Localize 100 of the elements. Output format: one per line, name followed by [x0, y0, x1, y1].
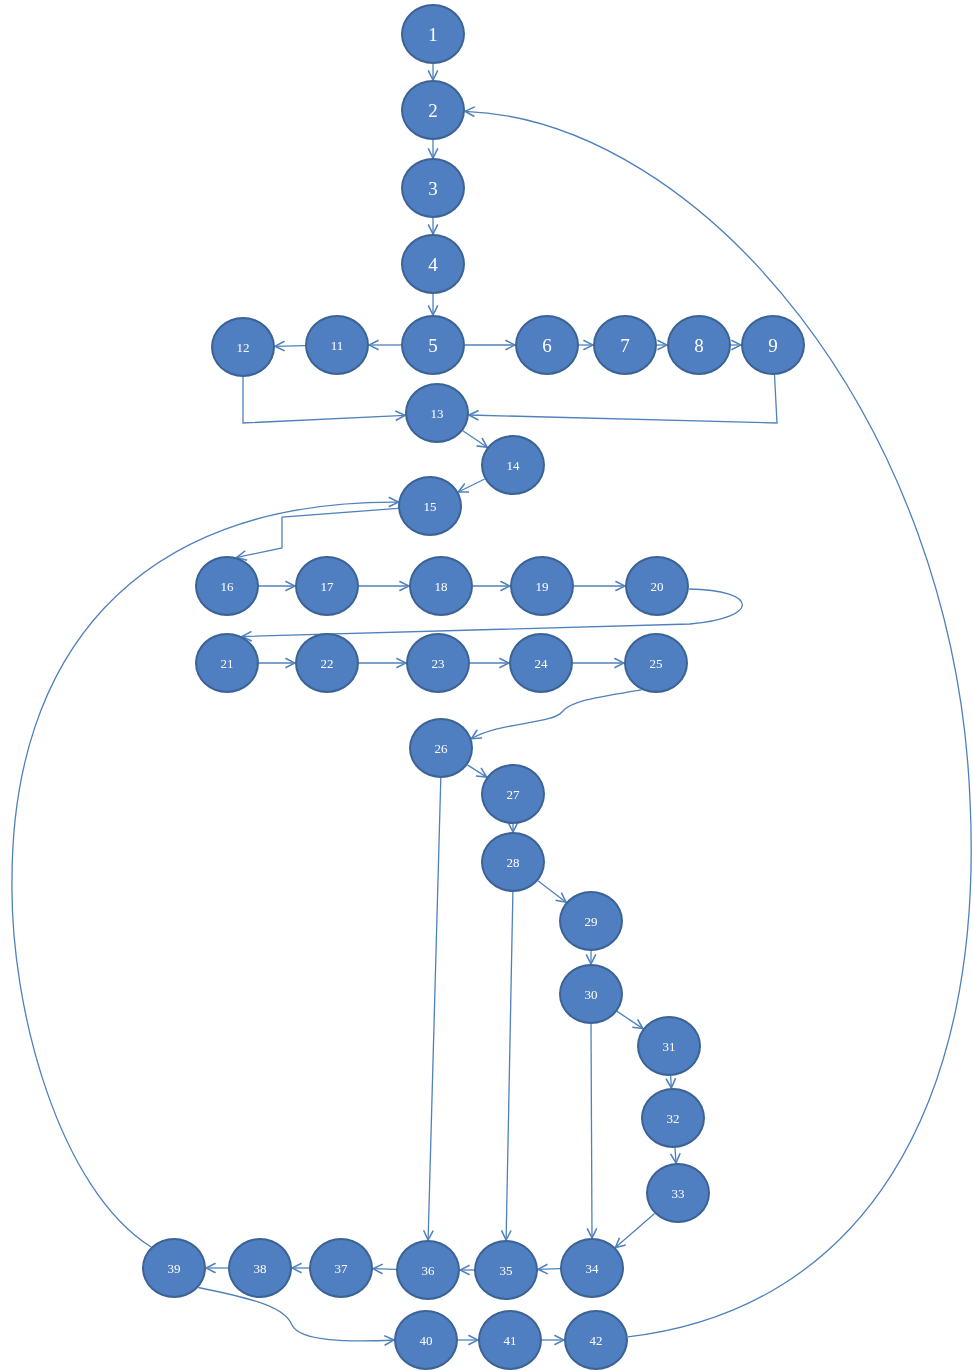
arrow [730, 339, 742, 351]
arrow [537, 1263, 561, 1275]
arrow [291, 1262, 310, 1274]
arrow [464, 339, 516, 351]
node-number: 1 [428, 24, 438, 44]
arrow [372, 1263, 397, 1275]
arrow [462, 430, 488, 449]
node-number: 8 [694, 335, 704, 355]
node-number: 5 [428, 335, 438, 355]
arrow [578, 339, 594, 351]
node-number: 20 [650, 579, 664, 593]
arrow [427, 139, 439, 159]
arrow [368, 339, 402, 351]
node-number: 35 [499, 1263, 513, 1277]
node-number: 36 [421, 1263, 435, 1277]
node-ellipse [741, 315, 805, 375]
node-number: 23 [431, 656, 445, 670]
arrow [258, 580, 296, 592]
node-number: 3 [428, 178, 438, 198]
node-number: 30 [584, 987, 598, 1001]
node-number: 2 [428, 100, 438, 120]
arrow [656, 339, 668, 351]
node-number: 18 [434, 579, 448, 593]
arrow [422, 777, 442, 1241]
node-ellipse [409, 718, 473, 778]
node-ellipse [559, 964, 623, 1024]
node-number: 12 [236, 340, 250, 354]
arrow [197, 1286, 395, 1346]
node-number: 22 [320, 656, 334, 670]
node-number: 11 [330, 338, 344, 352]
node-number: 27 [506, 787, 520, 801]
node-ellipse [637, 1016, 701, 1076]
arrow [457, 1334, 479, 1346]
node-number: 25 [649, 656, 663, 670]
node-ellipse [481, 435, 545, 495]
node-number: 16 [220, 579, 234, 593]
arrow [205, 1262, 229, 1274]
node-number: 7 [620, 335, 630, 355]
arrow [241, 588, 743, 642]
arrow [665, 1075, 677, 1089]
arrow [274, 340, 306, 352]
node-number: 37 [334, 1261, 348, 1275]
arrow [358, 657, 407, 669]
arrow [585, 950, 597, 965]
arrow [11, 496, 400, 1248]
node-number: 41 [503, 1333, 517, 1347]
arrow [573, 580, 626, 592]
arrow [242, 376, 406, 424]
node-number: 6 [542, 335, 552, 355]
node-number: 29 [584, 914, 598, 928]
node-number: 24 [534, 656, 548, 670]
node-number: 14 [506, 458, 520, 472]
node-number: 21 [220, 656, 234, 670]
node-ellipse [481, 832, 545, 892]
arrow [500, 891, 514, 1241]
node-number: 28 [506, 855, 520, 869]
arrow [616, 1010, 644, 1030]
arrow [669, 1147, 681, 1164]
node-number: 32 [666, 1111, 680, 1125]
node-number: 31 [662, 1039, 676, 1053]
arrow [537, 880, 567, 903]
arrow [427, 63, 439, 81]
node-number: 39 [167, 1261, 181, 1275]
node-number: 13 [430, 406, 444, 420]
node-number: 19 [535, 579, 549, 593]
arrow [472, 580, 511, 592]
node-ellipse [295, 633, 359, 693]
arrow [466, 764, 488, 778]
node-ellipse [481, 764, 545, 824]
arrow [614, 1212, 656, 1249]
node-number: 40 [419, 1333, 433, 1347]
node-number: 34 [585, 1261, 599, 1275]
node-ellipse [405, 383, 469, 443]
arrow [457, 478, 486, 493]
arrow [507, 821, 519, 833]
arrow [427, 293, 439, 316]
arrow [236, 507, 399, 561]
node-number: 15 [423, 499, 437, 513]
node-ellipse [646, 1163, 710, 1223]
node-ellipse [560, 1238, 624, 1298]
node-ellipse [195, 556, 259, 616]
node-number: 33 [671, 1186, 685, 1200]
node-ellipse [142, 1238, 206, 1298]
node-number: 26 [434, 741, 448, 755]
node-ellipse [559, 891, 623, 951]
arrow [572, 657, 625, 669]
arrow [470, 689, 643, 740]
node-number: 38 [253, 1261, 267, 1275]
arrow [468, 374, 778, 424]
node-ellipse [624, 633, 688, 693]
arrow [464, 107, 972, 1338]
node-number: 42 [589, 1333, 603, 1347]
node-ellipse [195, 633, 259, 693]
arrow [427, 217, 439, 235]
arrow [586, 1023, 598, 1239]
node-ellipse [398, 476, 462, 536]
node-ellipse [228, 1238, 292, 1298]
arrow [541, 1334, 565, 1346]
node-number: 9 [768, 335, 778, 355]
node-number: 17 [320, 579, 334, 593]
